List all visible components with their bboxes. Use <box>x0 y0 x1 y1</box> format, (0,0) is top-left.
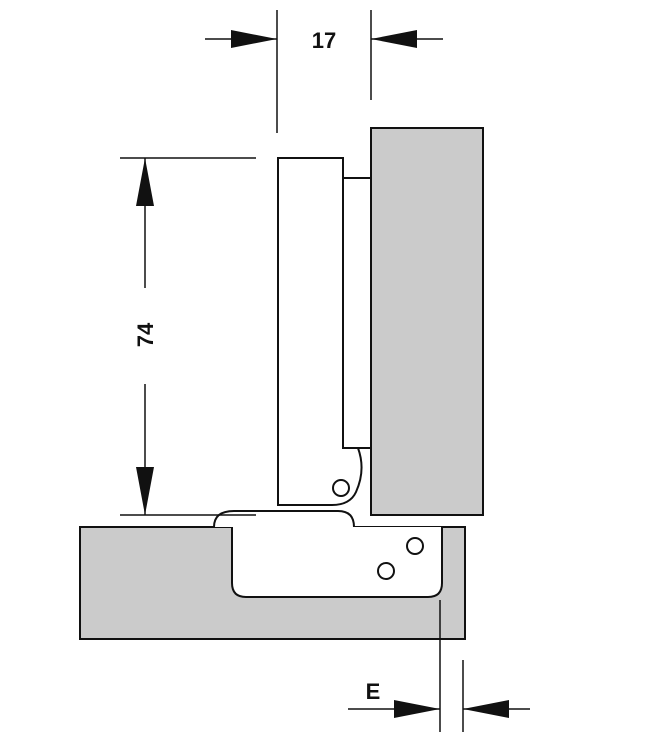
cabinet-side-panel <box>370 127 484 516</box>
cup-screw-hole <box>406 537 424 555</box>
cup-screw-hole <box>377 562 395 580</box>
hinge-arm <box>277 157 363 506</box>
hinge-cup-flange <box>213 510 355 528</box>
arrow-right-icon <box>231 30 277 48</box>
hinge-pivot <box>332 479 350 497</box>
arrow-down-icon <box>136 467 154 515</box>
arrow-right-icon <box>394 700 440 718</box>
arrow-left-icon <box>371 30 417 48</box>
dimension-label-offset: E <box>366 679 381 704</box>
arrow-left-icon <box>463 700 509 718</box>
dimension-label-width: 17 <box>312 28 336 53</box>
hinge-mounting-plate <box>341 177 372 449</box>
dimension-label-height: 74 <box>133 322 158 347</box>
hinge-cup <box>231 527 443 598</box>
arrow-up-icon <box>136 158 154 206</box>
